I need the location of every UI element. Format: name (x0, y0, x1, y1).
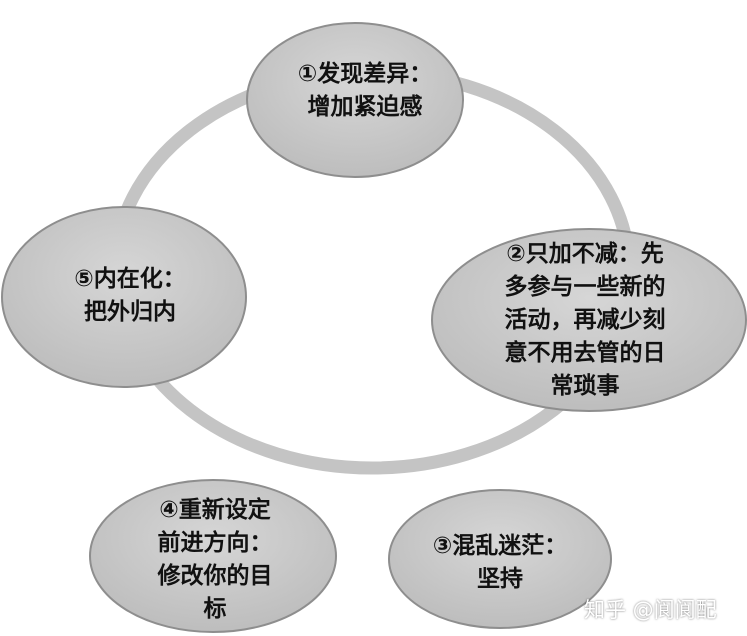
node-4-shape (89, 479, 337, 633)
node-2-shape (431, 228, 747, 412)
watermark: 知乎 @阆阆配 (584, 598, 717, 622)
node-2-label: ②只加不减：先 多参与一些新的 活动，再减少刻 意不用去管的日 常琐事 (504, 241, 666, 399)
node-3-label: ③混乱迷茫： 坚持 (432, 533, 568, 592)
node-5-shape (1, 206, 247, 388)
node-1-shape (246, 22, 464, 178)
node-1-label: ①发现差异： 增加紧迫感 (297, 61, 433, 120)
node-4-label: ④重新设定 前进方向： 修改你的目 标 (157, 497, 273, 622)
node-3-shape (388, 489, 612, 629)
node-5-label: ⑤内在化： 把外归内 (74, 266, 186, 325)
